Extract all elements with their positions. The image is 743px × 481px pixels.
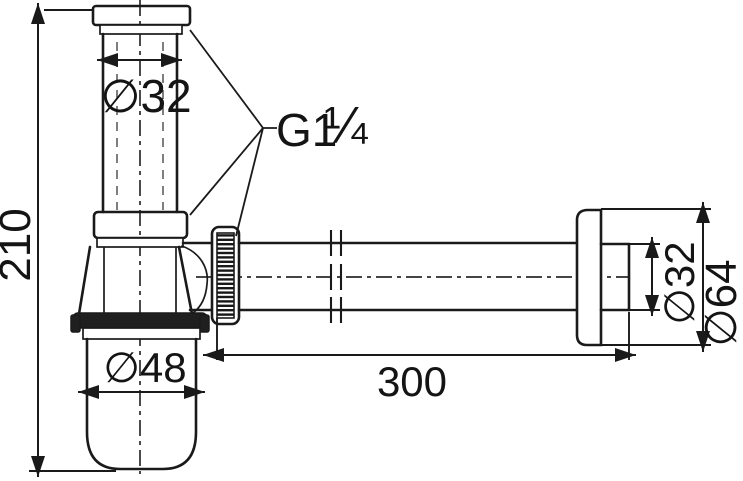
inlet-thread-cap xyxy=(91,4,192,27)
dimension-labels: ∅32 210 G1 ¼ ∅48 300 ∅32 ∅64 xyxy=(0,70,743,405)
body-flange-tab-right xyxy=(199,314,210,333)
body-collar xyxy=(96,237,184,248)
outlet-nut-knurling xyxy=(216,232,235,319)
elbow-curve xyxy=(181,245,209,314)
overall-height-label: 210 xyxy=(0,208,40,281)
body-flange xyxy=(72,312,208,329)
cup-diameter-label: ∅48 xyxy=(103,344,186,391)
pipe-break-marks xyxy=(329,230,343,323)
rosette-outline xyxy=(575,208,603,347)
body-taper-right xyxy=(177,245,194,316)
inlet-cap-rim xyxy=(99,24,183,35)
body-flange-tab-left xyxy=(70,314,81,333)
trap-body xyxy=(70,210,210,471)
wall-rosette xyxy=(575,208,631,347)
outlet-elbow xyxy=(181,225,241,326)
thread-spec-fraction: ¼ xyxy=(324,97,368,155)
dimension-lines xyxy=(29,3,711,477)
body-taper-left xyxy=(77,245,92,316)
cup-rim xyxy=(82,327,201,340)
thread-leader-bottom xyxy=(235,127,264,237)
cup xyxy=(85,337,198,471)
inlet-diameter-label: ∅32 xyxy=(100,70,191,122)
thread-spec-label: G1 xyxy=(276,104,337,156)
outlet-diameter-label: ∅32 xyxy=(656,241,703,324)
outlet-pipe xyxy=(237,230,579,323)
outlet-length-label: 300 xyxy=(377,358,447,405)
thread-leader-middle xyxy=(189,127,264,216)
thread-leader-top xyxy=(189,29,277,129)
rosette-diameter-label: ∅64 xyxy=(697,259,743,346)
